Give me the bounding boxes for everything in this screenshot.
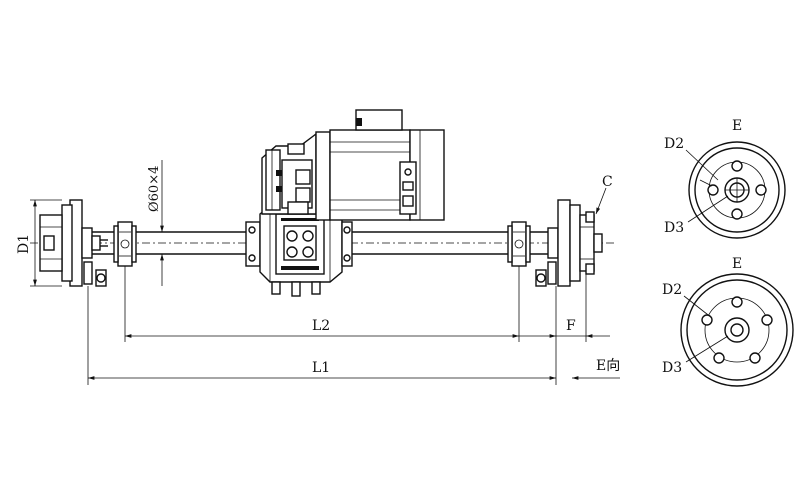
f-label: F — [566, 318, 576, 334]
left-spring-seat — [113, 221, 137, 267]
differential-housing — [245, 205, 353, 297]
diameter-label: Ø60×4 — [147, 166, 162, 212]
view-bottom-d2-label: D2 — [662, 282, 682, 298]
dimension-f: F — [519, 274, 610, 385]
dimension-d1: D1 — [16, 199, 62, 287]
end-view-top: E D2 D3 — [664, 118, 786, 239]
dimension-diameter: Ø60×4 — [147, 160, 164, 286]
left-hub-flange — [39, 199, 108, 287]
dimension-l1: L1 — [87, 286, 556, 385]
e-direction-label: E向 — [596, 358, 620, 374]
left-brake-assembly — [83, 261, 107, 287]
electric-motor — [315, 109, 445, 221]
view-bottom-title: E — [732, 256, 742, 272]
view-top-title: E — [732, 118, 742, 134]
l2-label: L2 — [312, 318, 330, 334]
e-direction-arrow: E向 — [572, 358, 620, 380]
l1-label: L1 — [312, 360, 330, 376]
axle-side-view: D1 Ø60×4 L2 F L1 — [16, 109, 620, 385]
end-view-bottom: E D2 D3 — [662, 256, 794, 387]
right-brake-assembly — [535, 261, 557, 287]
right-hub-flange — [547, 199, 603, 287]
view-bottom-d3-label: D3 — [662, 360, 682, 376]
right-spring-seat — [507, 221, 531, 267]
c-label: C — [602, 174, 613, 190]
view-top-d2-label: D2 — [664, 136, 684, 152]
d1-label: D1 — [16, 234, 32, 254]
gearbox — [261, 132, 317, 215]
view-top-d3-label: D3 — [664, 220, 684, 236]
callout-c: C — [595, 174, 613, 215]
dimension-l2: L2 — [124, 266, 520, 342]
